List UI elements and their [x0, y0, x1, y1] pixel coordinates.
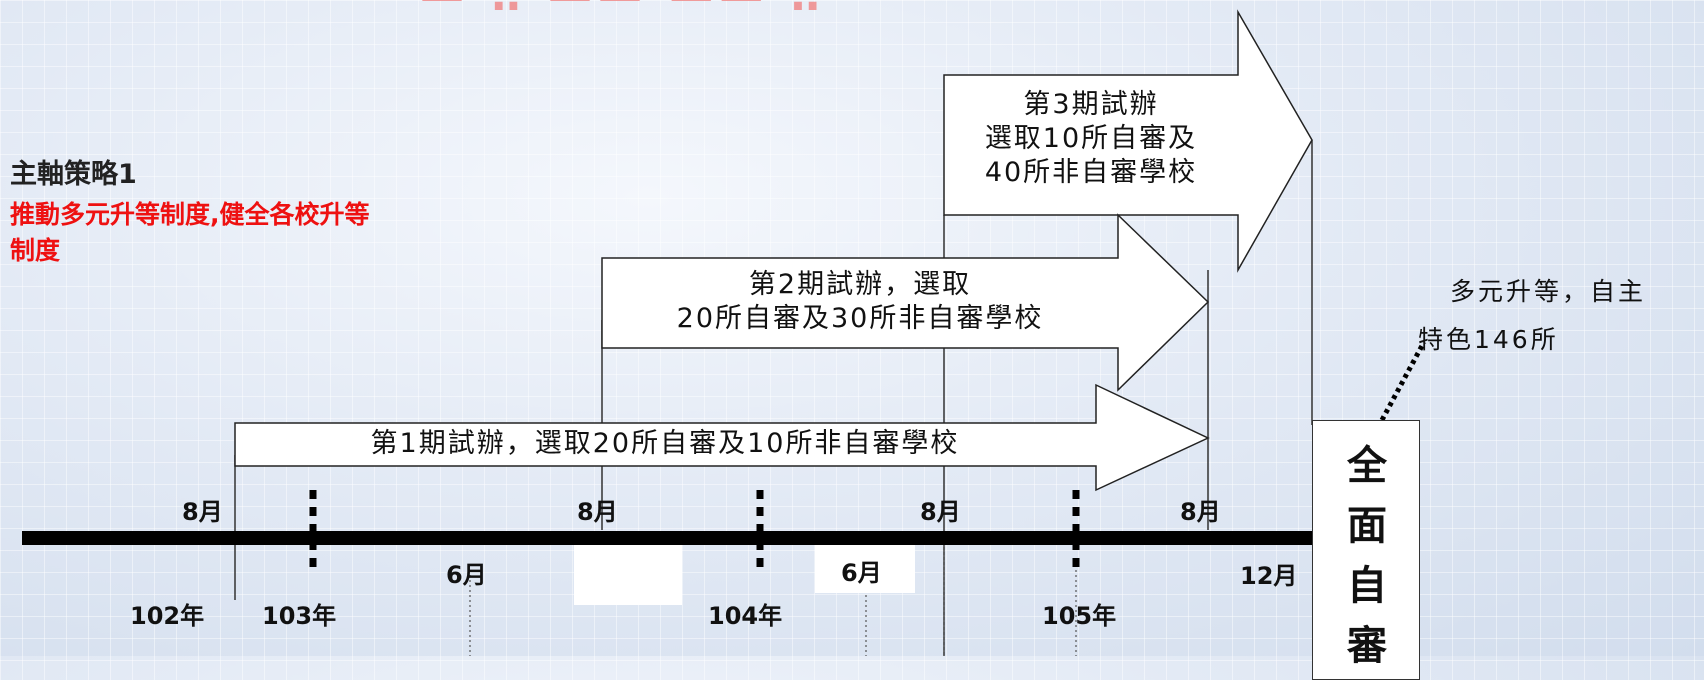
arrow-phase-3 [943, 9, 1313, 273]
full-self-review-box: 全 面 自 審 [1312, 420, 1420, 680]
note-connector [1379, 340, 1427, 422]
full-box-char: 面 [1347, 503, 1387, 549]
year-label: 103年 [262, 602, 337, 630]
month-label: 6月 [446, 561, 487, 589]
full-box-char: 全 [1347, 443, 1387, 489]
outcome-note-line2: 特色146所 [1418, 325, 1559, 354]
year-label: 105年 [1042, 602, 1117, 630]
arrow-1-label: 第1期試辦，選取20所自審及10所非自審學校 [370, 428, 960, 459]
year-label: 102年 [130, 602, 205, 630]
strategy-title: 主軸策略1 [10, 159, 137, 190]
month-label: 12月 [1240, 562, 1298, 590]
cover-box [574, 545, 682, 605]
full-box-char: 審 [1347, 623, 1387, 669]
month-label: 8月 [182, 498, 223, 526]
arrow-phase-2 [601, 213, 1210, 392]
outcome-note-line1: 多元升等，自主 [1450, 277, 1647, 306]
arrow-phase-1 [234, 383, 1210, 492]
month-label: 8月 [577, 498, 618, 526]
month-label: 6月 [841, 559, 882, 587]
timeline-axis [22, 531, 1314, 545]
arrow-3-label: 第3期試辦 選取10所自審及 40所非自審學校 [984, 89, 1198, 188]
year-label: 104年 [708, 602, 783, 630]
cover-box [815, 545, 915, 593]
top-title-fragment: — ‥ —— —— ‥ [420, 0, 940, 10]
month-label: 8月 [920, 498, 961, 526]
timeline-diagram [22, 9, 1427, 656]
arrow-2-label: 第2期試辦，選取 20所自審及30所非自審學校 [676, 269, 1044, 334]
month-label: 8月 [1180, 498, 1221, 526]
full-box-char: 自 [1347, 563, 1387, 609]
strategy-subtitle: 推動多元升等制度,健全各校升等制度 [10, 200, 370, 265]
